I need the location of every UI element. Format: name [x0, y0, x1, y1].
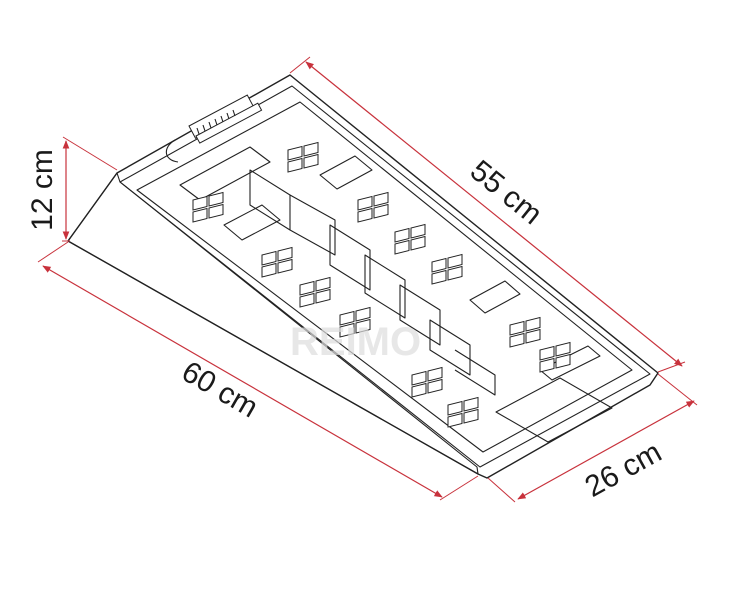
- levelling-ramp: [67, 74, 659, 479]
- height-label: 12 cm: [26, 149, 59, 231]
- length-top-label: 55 cm: [464, 154, 548, 231]
- logo-badge: [165, 94, 263, 163]
- watermark: REIMO: [290, 320, 421, 364]
- length-bottom-label: 60 cm: [176, 355, 263, 424]
- width-label: 26 cm: [580, 435, 667, 503]
- dimension-height: 12 cm: [26, 136, 118, 242]
